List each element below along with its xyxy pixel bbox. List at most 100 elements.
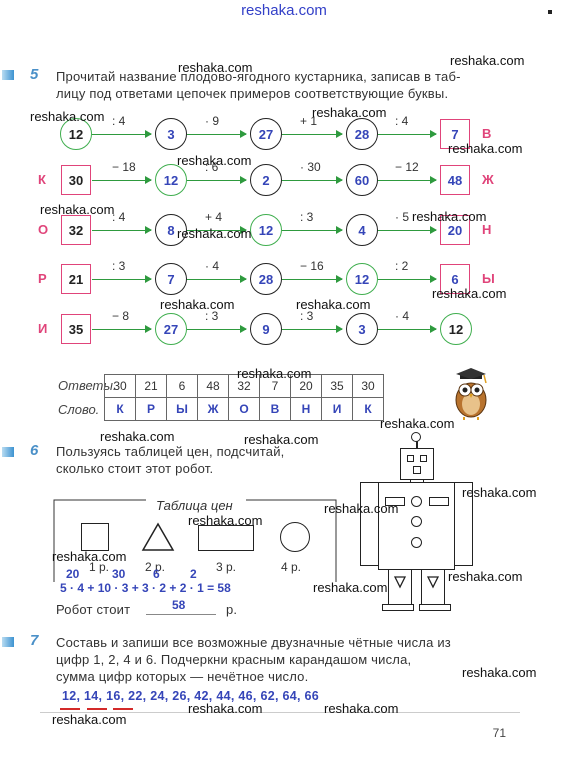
price-triangle: 2 р.: [145, 560, 166, 574]
watermark: reshaka.com: [313, 580, 388, 595]
circle-shape-icon: [280, 522, 310, 552]
watermark: reshaka.com: [448, 569, 523, 584]
chain-value-circle: 8: [155, 214, 187, 246]
robot-arm-left: [360, 482, 380, 566]
task7-text-line3: сумма цифр которых — нечётное число.: [56, 669, 309, 684]
chain-value-circle: 3: [155, 118, 187, 150]
chain-value-circle: 2: [250, 164, 282, 196]
watermark: reshaka.com: [462, 665, 537, 680]
baseline: [40, 712, 520, 713]
answer-cell: 48: [197, 374, 229, 398]
watermark: reshaka.com: [160, 297, 235, 312]
watermark: reshaka.com: [237, 366, 312, 381]
task5-text-line2: лицу под ответами цепочек примеров соотв…: [56, 86, 449, 101]
robot-button-3: [411, 537, 422, 548]
chain-operation: · 5: [395, 210, 410, 224]
watermark: reshaka.com: [296, 297, 371, 312]
task7-answer: 12, 14, 16, 22, 24, 26, 42, 44, 46, 62, …: [62, 689, 320, 703]
chain-arrow: [92, 325, 152, 333]
corner-mark: [548, 10, 552, 14]
underline-16: [113, 708, 133, 710]
chain-start-box: 32: [61, 215, 91, 245]
watermark: reshaka.com: [448, 141, 523, 156]
word-cell: В: [259, 397, 291, 421]
chain-value-circle: 27: [155, 313, 187, 345]
word-cell: Р: [135, 397, 167, 421]
underline-14: [87, 708, 107, 710]
chain-arrow: [187, 130, 247, 138]
chain-end-box: 6: [440, 264, 470, 294]
robot-knee-triangles: [393, 576, 440, 589]
robot-antenna-tip: [411, 432, 421, 442]
price-rectangle: 3 р.: [216, 560, 237, 574]
answer-cell: 21: [135, 374, 167, 398]
task-marker-5: [2, 70, 14, 80]
watermark: reshaka.com: [324, 701, 399, 716]
watermark: reshaka.com: [450, 53, 525, 68]
robot-nose: [413, 466, 421, 474]
chain-start-letter: Р: [38, 271, 47, 286]
chain-operation: · 30: [300, 160, 321, 174]
chain-operation: : 3: [300, 309, 314, 323]
chain-arrow: [378, 275, 437, 283]
subtotal-2: 30: [112, 567, 126, 581]
owl-icon: [455, 368, 487, 420]
robot-chest-rect-right: [429, 497, 449, 506]
chain-end-box: 48: [440, 165, 470, 195]
watermark: reshaka.com: [52, 712, 127, 727]
subtotal-1: 20: [66, 567, 80, 581]
robot-eye-right: [420, 455, 427, 462]
chain-operation: : 2: [395, 259, 409, 273]
watermark: reshaka.com: [178, 60, 253, 75]
chain-arrow: [187, 275, 247, 283]
watermark: reshaka.com: [188, 513, 263, 528]
chain-value-circle: 7: [155, 263, 187, 295]
watermark: reshaka.com: [432, 286, 507, 301]
site-header[interactable]: reshaka.com: [241, 2, 327, 19]
watermark: reshaka.com: [380, 416, 455, 431]
chain-end-letter: В: [482, 126, 492, 141]
chain-arrow: [187, 176, 247, 184]
chain-value-circle: 27: [250, 118, 282, 150]
word-cell: Н: [290, 397, 322, 421]
word-cell: К: [104, 397, 136, 421]
chain-value-circle: 3: [346, 313, 378, 345]
chain-arrow: [282, 176, 343, 184]
chain-operation: : 4: [112, 210, 126, 224]
subtotal-3: 6: [153, 567, 160, 581]
chain-arrow: [282, 130, 343, 138]
chain-arrow: [92, 275, 152, 283]
price-circle: 4 р.: [281, 560, 302, 574]
square-shape-icon: [81, 523, 109, 551]
word-cell: И: [321, 397, 353, 421]
watermark: reshaka.com: [177, 226, 252, 241]
chain-end-letter: Н: [482, 222, 492, 237]
word-cell: О: [228, 397, 260, 421]
watermark: reshaka.com: [40, 202, 115, 217]
chain-arrow: [378, 226, 437, 234]
watermark: reshaka.com: [52, 549, 127, 564]
chain-arrow: [378, 130, 437, 138]
price-table-frame: [53, 499, 337, 582]
robot-antenna: [416, 436, 418, 448]
price-square: 1 р.: [89, 560, 110, 574]
chain-end-letter: Ж: [482, 172, 494, 187]
word-cell: Ы: [166, 397, 198, 421]
chain-arrow: [187, 226, 247, 234]
chain-operation: : 3: [112, 259, 126, 273]
chain-start-box: 21: [61, 264, 91, 294]
task-number-6: 6: [30, 442, 39, 459]
chain-start-letter: И: [38, 321, 48, 336]
chain-start-box: 30: [61, 165, 91, 195]
answer-cell: 6: [166, 374, 198, 398]
chain-end-box: 20: [440, 215, 470, 245]
chain-operation: + 1: [300, 114, 318, 128]
chain-operation: : 6: [205, 160, 219, 174]
chain-end-circle: 12: [440, 313, 472, 345]
rectangle-shape-icon: [198, 525, 254, 551]
task-marker-7: [2, 637, 14, 647]
word-cell: Ж: [197, 397, 229, 421]
watermark: reshaka.com: [30, 109, 105, 124]
chain-value-circle: 12: [155, 164, 187, 196]
task5-text-line1: Прочитай название плодово-ягодного куста…: [56, 69, 461, 84]
